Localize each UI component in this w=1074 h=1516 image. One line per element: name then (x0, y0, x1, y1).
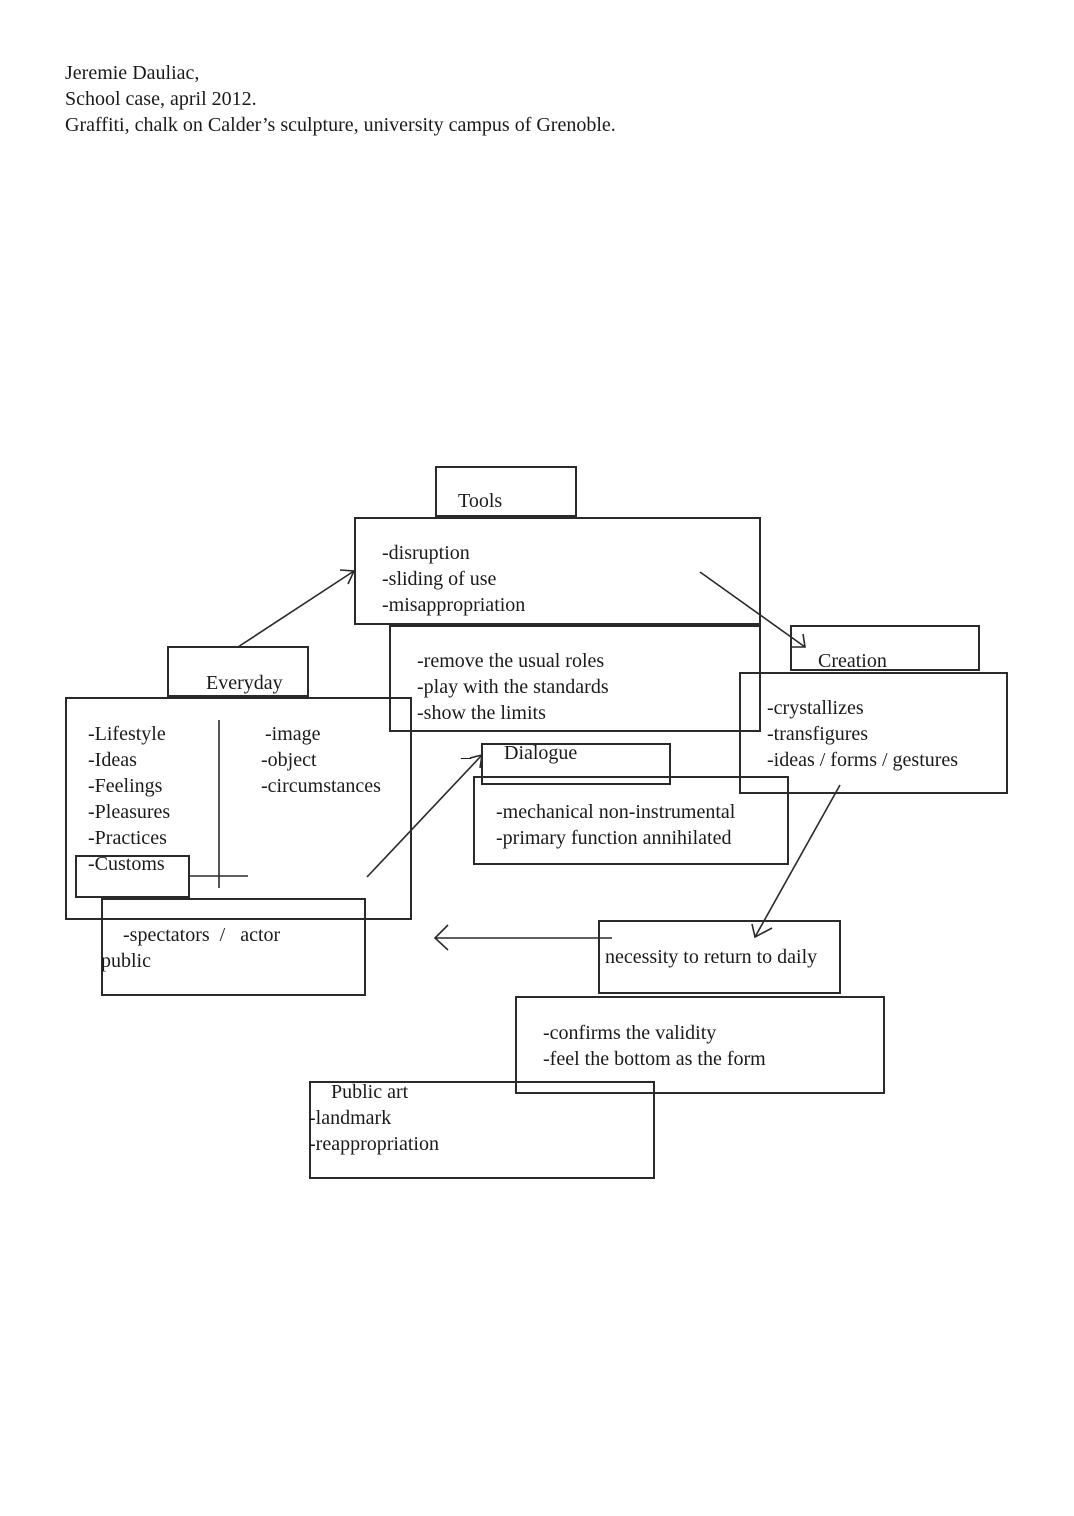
public-art-text: Public art -landmark -reappropriation (309, 1079, 439, 1157)
tools-title-box (435, 466, 577, 517)
roles-item: -play with the standards (417, 676, 609, 698)
everyday-item: -Feelings (88, 775, 163, 797)
tools-box (354, 517, 761, 625)
public-art-title: Public art (331, 1081, 409, 1103)
everyday-item: -Ideas (88, 749, 137, 771)
everyday-item: -image (265, 723, 321, 745)
tools-item: -misappropriation (382, 594, 526, 616)
spectators-text: -spectators / actor public (101, 922, 280, 974)
arrow-creation-to-necessity (754, 784, 841, 938)
everyday-box (65, 697, 412, 920)
creation-title-box (790, 625, 980, 671)
arrowhead-necessity (751, 923, 773, 939)
public-art-item: -reappropriation (309, 1133, 439, 1155)
dialogue-item: -primary function annihilated (496, 827, 732, 849)
necessity-item: -confirms the validity (543, 1022, 717, 1044)
everyday-title: Everyday (206, 672, 283, 694)
roles-item: -remove the usual roles (417, 650, 605, 672)
roles-box (389, 625, 761, 732)
necessity-item: -feel the bottom as the form (543, 1048, 766, 1070)
tools-items: -disruption -sliding of use -misappropri… (382, 540, 525, 618)
arrow-tools-to-creation (699, 571, 806, 648)
creation-title: Creation (818, 650, 887, 672)
arrowhead-creation (792, 633, 806, 648)
dialogue-title: Dialogue (504, 742, 578, 764)
creation-item: -ideas / forms / gestures (767, 749, 959, 771)
everyday-right-items: -image -object -circumstances (261, 721, 381, 799)
public-art-box (309, 1081, 655, 1179)
dialogue-dash: – (461, 746, 471, 768)
tools-item: -disruption (382, 542, 470, 564)
everyday-title-box (167, 646, 309, 697)
everyday-item: -object (261, 749, 317, 771)
creation-box (739, 672, 1008, 794)
document-header: Jeremie Dauliac, School case, april 2012… (65, 60, 616, 138)
everyday-item: -Practices (88, 827, 167, 849)
dialogue-title-box (481, 743, 671, 785)
customs-box (75, 855, 190, 898)
arrow-everyday-to-dialogue (366, 754, 483, 878)
spectators-line: -spectators / actor (123, 924, 281, 946)
roles-item: -show the limits (417, 702, 546, 724)
arrow-everyday-to-tools (237, 570, 355, 648)
everyday-item: -circumstances (261, 775, 381, 797)
everyday-left-items: -Lifestyle -Ideas -Feelings -Pleasures -… (88, 721, 170, 877)
arrowhead-everyday (433, 924, 449, 951)
tools-item: -sliding of use (382, 568, 497, 590)
spectators-line: public (101, 950, 151, 972)
tools-title: Tools (458, 490, 503, 512)
everyday-item: -Lifestyle (88, 723, 166, 745)
necessity-box (515, 996, 885, 1094)
creation-item: -transfigures (767, 723, 869, 745)
creation-items: -crystallizes -transfigures -ideas / for… (767, 695, 958, 773)
author-line: Jeremie Dauliac, (65, 62, 200, 84)
roles-items: -remove the usual roles -play with the s… (417, 648, 609, 726)
spectators-box (101, 898, 366, 996)
dialogue-items: -mechanical non-instrumental -primary fu… (496, 799, 735, 851)
everyday-item: -Customs (88, 853, 165, 875)
public-art-item: -landmark (309, 1107, 392, 1129)
creation-item: -crystallizes (767, 697, 864, 719)
dialogue-box (473, 776, 789, 865)
necessity-title: necessity to return to daily (605, 946, 818, 968)
necessity-items: -confirms the validity -feel the bottom … (543, 1020, 766, 1072)
description-line: Graffiti, chalk on Calder’s sculpture, u… (65, 114, 616, 136)
necessity-title-box (598, 920, 841, 994)
case-line: School case, april 2012. (65, 88, 257, 110)
everyday-item: -Pleasures (88, 801, 171, 823)
dialogue-item: -mechanical non-instrumental (496, 801, 736, 823)
